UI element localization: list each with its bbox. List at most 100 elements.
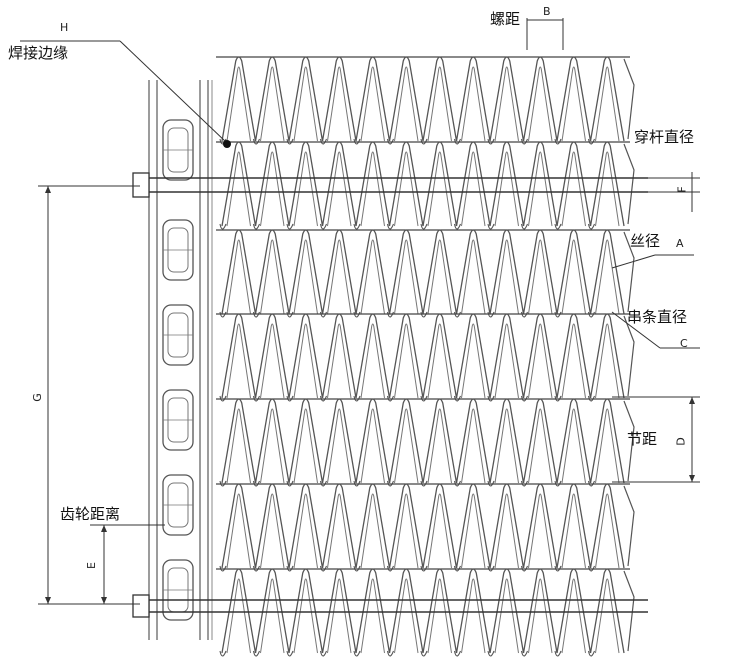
spiral-inner — [561, 323, 586, 399]
spiral-bottom — [420, 650, 428, 657]
sprocket-distance-label: 齿轮距离 — [60, 505, 121, 523]
spiral-inner — [427, 323, 452, 399]
spiral-loop — [321, 568, 357, 654]
spiral-loop — [288, 398, 324, 484]
spiral-loop — [288, 483, 324, 569]
spiral-loop — [422, 483, 458, 569]
spiral-bottom — [520, 650, 529, 657]
chain-link — [162, 389, 194, 451]
spiral-bottom — [386, 138, 395, 145]
spiral-bottom — [554, 480, 562, 487]
spiral-inner — [394, 323, 419, 399]
spiral-bottom — [319, 650, 328, 657]
spiral-bottom — [252, 565, 261, 572]
spiral-loop — [355, 56, 391, 142]
spiral-inner — [595, 66, 620, 142]
spiral-bottom — [420, 480, 428, 487]
spiral-bottom — [587, 650, 596, 657]
spiral-loop — [221, 568, 257, 654]
mesh-row — [216, 141, 635, 230]
spiral-inner — [394, 151, 419, 227]
spiral-inner — [293, 493, 318, 569]
spiral-inner — [394, 408, 419, 484]
spiral-bottom — [286, 650, 294, 657]
spiral-inner — [595, 323, 620, 399]
spiral-loop — [321, 141, 357, 227]
spiral-loop — [589, 229, 625, 315]
spiral-loop — [388, 229, 424, 315]
spiral-loop — [489, 313, 525, 399]
spiral-inner — [226, 493, 251, 569]
spiral-inner — [260, 408, 285, 484]
spiral-inner — [427, 578, 452, 654]
spiral-inner — [327, 408, 352, 484]
spiral-loop — [455, 229, 491, 315]
spiral-bottom — [453, 650, 462, 657]
spiral-bottom — [353, 395, 361, 402]
spiral-loop — [522, 56, 558, 142]
dim-arrow — [101, 597, 107, 604]
spiral-loop — [455, 313, 491, 399]
spiral-loop — [288, 568, 324, 654]
spiral-inner — [528, 151, 553, 227]
spiral-loop — [254, 141, 290, 227]
chain-link — [162, 559, 194, 621]
mesh-row — [216, 568, 635, 657]
rod-diameter-label: 穿杆直径 — [634, 128, 695, 146]
spiral-bottom — [353, 565, 361, 572]
pitch-label: 节距 — [627, 430, 658, 448]
spiral-bottom — [386, 650, 395, 657]
edge-hook — [623, 58, 635, 140]
spiral-loop — [355, 568, 391, 654]
spiral-inner — [561, 239, 586, 315]
spiral-loop — [254, 483, 290, 569]
spiral-inner — [226, 239, 251, 315]
spiral-loop — [221, 141, 257, 227]
spiral-bottom — [520, 565, 529, 572]
spiral-bottom — [453, 395, 462, 402]
spiral-inner — [528, 493, 553, 569]
spiral-bottom — [487, 138, 495, 145]
spiral-loop — [254, 398, 290, 484]
spiral-bottom — [487, 223, 495, 230]
spiral-inner — [327, 493, 352, 569]
spiral-mesh — [216, 56, 635, 657]
spiral-loop — [355, 229, 391, 315]
spiral-loop — [422, 56, 458, 142]
spiral-inner — [561, 151, 586, 227]
spiral-bottom — [353, 138, 361, 145]
spiral-loop — [589, 483, 625, 569]
spiral-loop — [455, 483, 491, 569]
spiral-bottom — [554, 138, 562, 145]
spiral-bottom — [487, 650, 495, 657]
spiral-loop — [589, 398, 625, 484]
spiral-inner — [595, 578, 620, 654]
spiral-bottom — [319, 223, 328, 230]
spiral-loop — [556, 141, 592, 227]
f-letter: F — [675, 186, 689, 193]
spiral-inner — [260, 239, 285, 315]
spiral-inner — [260, 578, 285, 654]
spiral-bottom — [252, 480, 261, 487]
dimension-lines — [20, 18, 700, 605]
h-letter: H — [60, 21, 69, 34]
weld-edge-label: 焊接边缘 — [8, 44, 69, 62]
spiral-inner — [595, 493, 620, 569]
weld-point-dot — [223, 140, 231, 148]
spiral-inner — [260, 151, 285, 227]
spiral-inner — [293, 239, 318, 315]
spiral-bottom — [587, 138, 596, 145]
spiral-loop — [522, 141, 558, 227]
spiral-inner — [461, 323, 486, 399]
spiral-inner — [494, 408, 519, 484]
mesh-row — [216, 56, 635, 145]
spiral-inner — [360, 578, 385, 654]
spiral-loop — [556, 483, 592, 569]
spiral-loop — [556, 56, 592, 142]
spiral-inner — [327, 578, 352, 654]
spiral-inner — [226, 66, 251, 142]
spiral-loop — [556, 229, 592, 315]
spiral-loop — [589, 313, 625, 399]
h-leader-diag — [119, 40, 227, 143]
cross-rod — [132, 594, 648, 618]
